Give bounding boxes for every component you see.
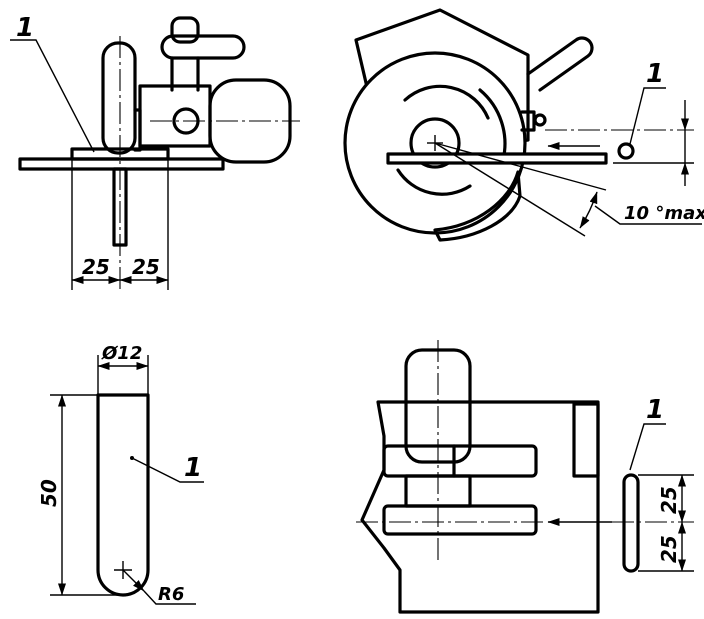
side-handle (526, 36, 594, 92)
angle-line-inclined (434, 142, 586, 237)
angle-arc (579, 191, 598, 229)
pin-callout: 1 (646, 59, 664, 89)
callout-leader (131, 457, 204, 483)
leader-line (10, 39, 95, 153)
saw-table (386, 152, 608, 165)
plan-callout-leader (629, 423, 666, 471)
blade-guard (101, 41, 137, 155)
radius-dimension: R6 (158, 584, 184, 605)
diameter-dimension: Ø12 (101, 343, 142, 364)
view-saw-side: 10 °max 1 (343, 8, 704, 242)
view-saw-plan: 25 25 1 (356, 340, 694, 614)
plan-dimension-upper: 25 (657, 486, 681, 514)
pin-leader (629, 87, 666, 145)
length-dimension: 50 (37, 479, 61, 507)
view-pin-detail: Ø12 50 R6 1 (37, 343, 204, 605)
angle-line-horizontal (434, 142, 607, 191)
dimension-right: 25 (132, 255, 160, 279)
blade-slot-right (478, 88, 507, 162)
angle-dimension: 10 °max (624, 203, 704, 224)
detail-callout: 1 (184, 453, 202, 483)
test-pin-section (617, 142, 635, 160)
handle-stem (170, 56, 200, 92)
dimension-left: 25 (82, 255, 110, 279)
pin-outline (96, 393, 150, 597)
radius-leader (122, 569, 145, 592)
blade-slot-lower (396, 168, 472, 196)
angle-leader (594, 205, 702, 225)
adjust-knob (533, 113, 547, 127)
knob-bracket (520, 110, 536, 132)
handle-grip (160, 34, 246, 60)
radius-leader-tail (143, 590, 196, 605)
plan-test-pin (622, 473, 640, 573)
part-callout: 1 (16, 13, 34, 43)
plan-callout: 1 (646, 395, 664, 425)
blade-slot-upper (403, 84, 490, 120)
blade-hub (409, 117, 461, 169)
view-saw-front: 25 25 1 (10, 13, 300, 290)
plan-dimension-lower: 25 (657, 535, 681, 563)
handle-knob (170, 16, 200, 44)
plan-side-block (572, 402, 600, 478)
plan-bar-lower (382, 504, 538, 536)
